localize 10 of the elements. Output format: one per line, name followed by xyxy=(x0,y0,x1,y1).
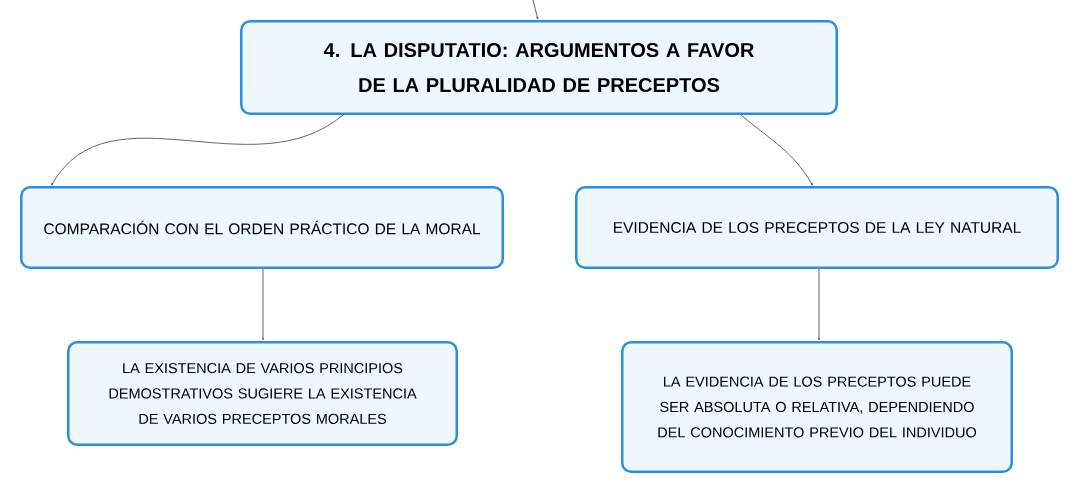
arrow xyxy=(51,114,344,186)
topic-box: EVIDENCIA DE LOS PRECEPTOS DE LA LEY NATURAL xyxy=(575,186,1059,269)
title-box: 4. LA DISPUTATIO: ARGUMENTOS A FAVOR DE LA PLURALIDAD DE PRECEPTOS xyxy=(240,20,838,115)
topic-box: LA EXISTENCIA DE VARIOS PRINCIPIOS DEMOSTRATIVOS SUGIERE LA EXISTENCIA DE VARIOS PRECEPTOS MORALES xyxy=(67,341,458,446)
arrow xyxy=(817,268,821,341)
arrow xyxy=(740,114,813,186)
arrow xyxy=(261,268,265,341)
topic-box: LA EVIDENCIA DE LOS PRECEPTOS PUEDE SER ABSOLUTA O RELATIVA, DEPENDIENDO DEL CONOCIMIENTO PREVIO DEL INDIVIDUO xyxy=(621,341,1013,473)
arrow xyxy=(532,0,539,20)
topic-box: COMPARACIÓN CON EL ORDEN PRÁCTICO DE LA MORAL xyxy=(20,186,504,269)
